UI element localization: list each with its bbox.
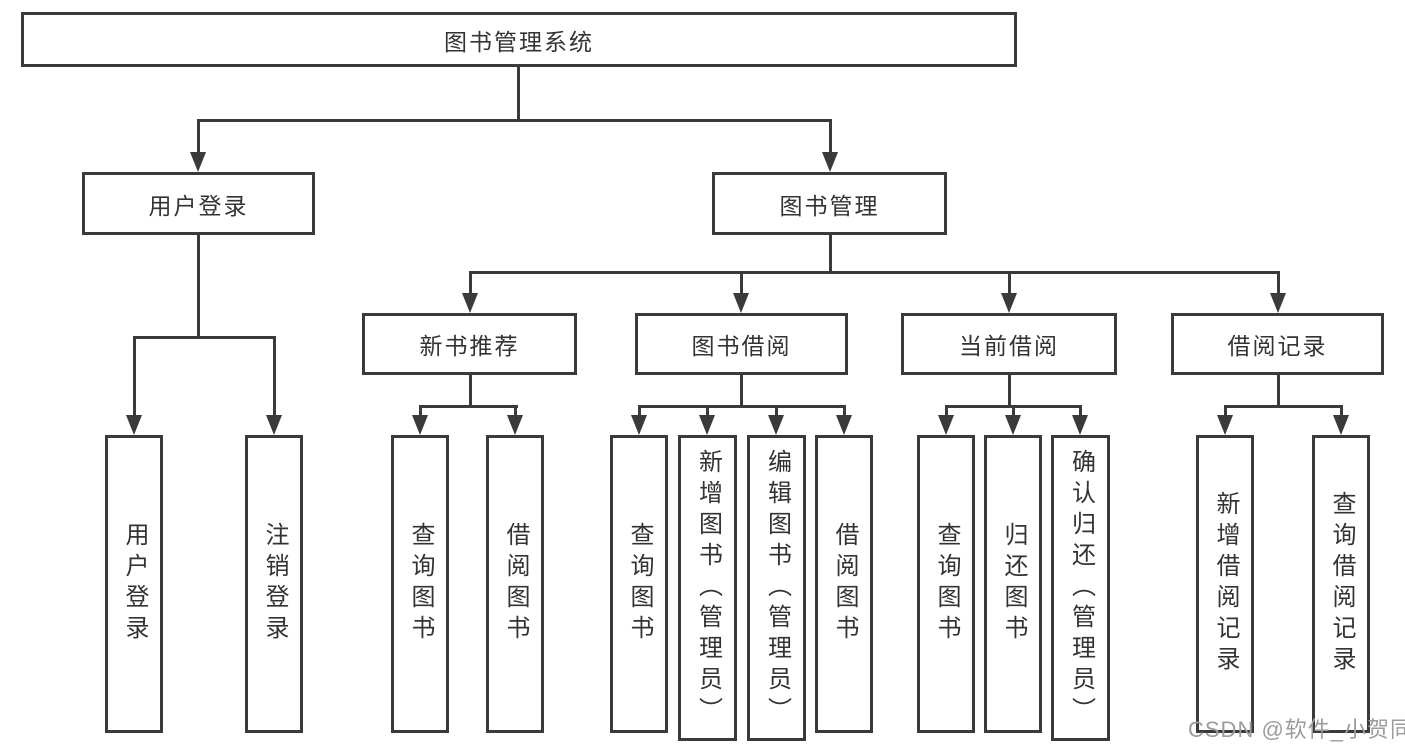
connector-arrowhead [1005, 415, 1021, 435]
connector-line [1224, 405, 1227, 417]
connector-arrowhead [938, 415, 954, 435]
leaf-rec-borrow-book: 借阅图书 [486, 435, 544, 733]
leaf-cb-return-book: 归还图书 [984, 435, 1042, 733]
connector-arrowhead [768, 415, 784, 435]
connector-line [740, 271, 743, 296]
leaf-bb-borrow-book: 借阅图书 [815, 435, 873, 733]
connector-line [469, 375, 472, 408]
connector-arrowhead [1072, 415, 1088, 435]
connector-line [1224, 405, 1342, 408]
leaf-bb-add-book-admin: 新增图书（管理员） [678, 435, 737, 741]
connector-line [133, 336, 136, 417]
connector-line [1079, 405, 1082, 417]
connector-line [775, 405, 778, 417]
node-book-management: 图书管理 [712, 172, 947, 235]
connector-arrowhead [412, 415, 428, 435]
connector-line [273, 336, 276, 417]
connector-line [419, 405, 422, 417]
connector-line [638, 405, 641, 417]
connector-line [829, 235, 832, 274]
connector-arrowhead [631, 415, 647, 435]
connector-arrowhead [507, 415, 523, 435]
node-borrow-records: 借阅记录 [1171, 313, 1384, 375]
leaf-bb-edit-book-admin: 编辑图书（管理员） [747, 435, 806, 741]
connector-arrowhead [822, 152, 838, 172]
leaf-bb-query-book: 查询图书 [610, 435, 668, 733]
node-book-borrow: 图书借阅 [635, 313, 848, 375]
connector-line [1277, 271, 1280, 296]
connector-line [843, 405, 846, 417]
connector-line [133, 336, 275, 339]
connector-arrowhead [126, 415, 142, 435]
leaf-user-login: 用户登录 [105, 435, 163, 733]
connector-line [1340, 405, 1343, 417]
connector-line [419, 405, 518, 408]
connector-arrowhead [836, 415, 852, 435]
connector-arrowhead [462, 293, 478, 313]
connector-line [945, 405, 948, 417]
leaf-cb-confirm-return-admin: 确认归还（管理员） [1051, 435, 1110, 741]
leaf-rec-query-book: 查询图书 [391, 435, 449, 733]
leaf-br-add-record: 新增借阅记录 [1196, 435, 1254, 733]
connector-line [514, 405, 517, 417]
connector-line [517, 67, 520, 122]
connector-line [740, 375, 743, 408]
watermark: CSDN @软件_小贺同学 [1188, 717, 1405, 742]
connector-line [1008, 375, 1011, 408]
node-user-login: 用户登录 [82, 172, 315, 235]
leaf-logout: 注销登录 [245, 435, 303, 733]
connector-line [706, 405, 709, 417]
connector-line [1277, 375, 1280, 408]
connector-arrowhead [1270, 293, 1286, 313]
node-current-borrow: 当前借阅 [901, 313, 1117, 375]
connector-line [197, 119, 200, 155]
connector-line [638, 405, 846, 408]
connector-arrowhead [1001, 293, 1017, 313]
node-root: 图书管理系统 [21, 12, 1017, 67]
connector-arrowhead [699, 415, 715, 435]
connector-line [197, 119, 831, 122]
connector-line [829, 119, 832, 155]
leaf-cb-query-book: 查询图书 [917, 435, 975, 733]
node-new-book-recommend: 新书推荐 [362, 313, 577, 375]
connector-line [469, 271, 472, 296]
connector-line [1008, 271, 1011, 296]
connector-arrowhead [733, 293, 749, 313]
connector-arrowhead [1217, 415, 1233, 435]
connector-line [197, 235, 200, 339]
leaf-br-query-record: 查询借阅记录 [1312, 435, 1370, 733]
connector-arrowhead [1333, 415, 1349, 435]
connector-line [1012, 405, 1015, 417]
connector-arrowhead [190, 152, 206, 172]
connector-arrowhead [266, 415, 282, 435]
connector-line [469, 271, 1279, 274]
